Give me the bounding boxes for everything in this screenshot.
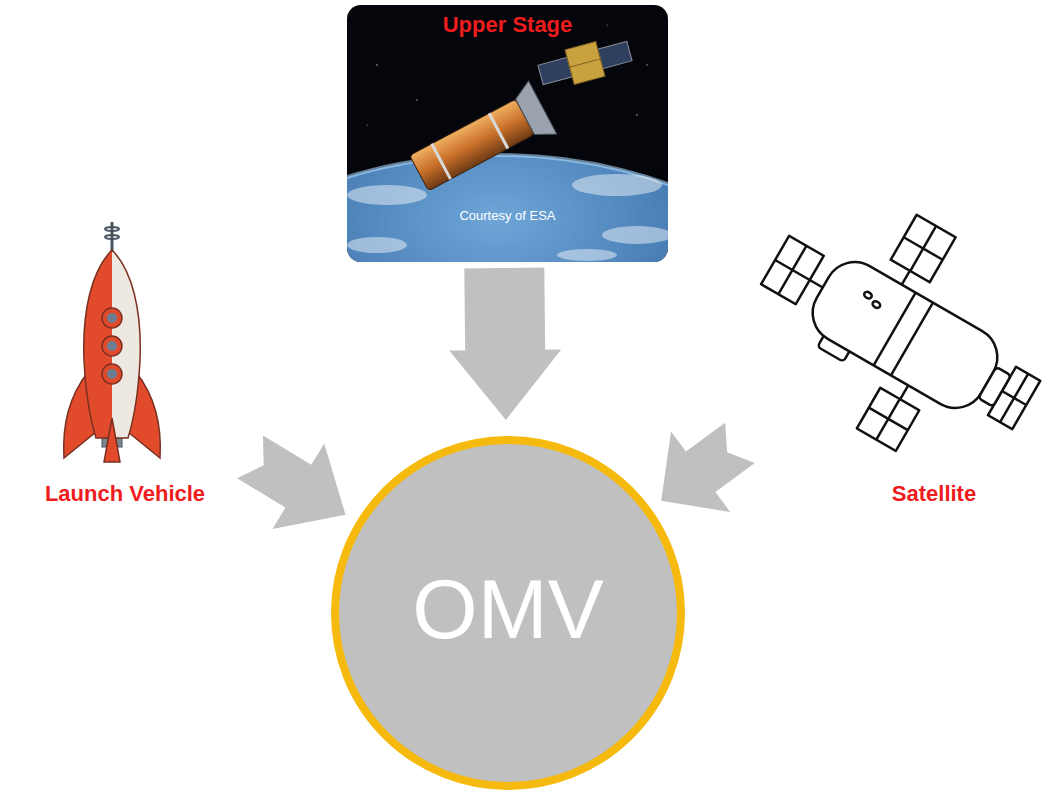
panel-strut xyxy=(902,271,910,285)
satellite-figure xyxy=(723,165,1051,496)
panel-strut xyxy=(900,385,908,399)
rocket-fin xyxy=(104,418,120,462)
figure-node: Satellite xyxy=(745,205,1045,510)
figure-node: Launch Vehicle xyxy=(30,215,220,510)
figure-label: Launch Vehicle xyxy=(45,481,205,507)
body-band xyxy=(891,303,933,376)
block-arrow xyxy=(449,268,561,420)
panel-grid xyxy=(869,408,908,431)
rocket-portholes xyxy=(102,308,122,384)
satellite-body xyxy=(802,251,1009,419)
block-arrow xyxy=(237,436,345,529)
body-port xyxy=(863,291,873,300)
upper-stage-figure xyxy=(405,81,557,200)
panel-grid xyxy=(775,260,810,280)
atmosphere xyxy=(347,155,668,262)
antenna-ring xyxy=(105,235,119,239)
solar-panel xyxy=(857,388,919,451)
circle-shape xyxy=(335,440,681,786)
end-cap xyxy=(978,367,1011,407)
body-port xyxy=(871,300,881,309)
figure-label: Satellite xyxy=(892,481,976,507)
omv-circle-node: OMV xyxy=(330,435,686,791)
solar-panel xyxy=(761,236,824,304)
block-arrow xyxy=(661,423,755,512)
satellite-photo-figure xyxy=(536,34,634,93)
image-credit: Courtesy of ESA xyxy=(459,208,555,224)
rocket-outline xyxy=(84,250,141,438)
panel-grid xyxy=(1002,391,1026,405)
panel-grid xyxy=(904,237,943,260)
circle-label: OMV xyxy=(412,559,603,660)
image-panel: Upper StageCourtesy of ESA xyxy=(347,5,668,262)
panel-strut xyxy=(810,280,823,288)
panel-title: Upper Stage xyxy=(443,12,573,38)
clouds xyxy=(347,174,668,261)
earth xyxy=(347,155,668,262)
rocket-figure xyxy=(64,222,161,462)
antenna-ring xyxy=(105,227,119,231)
solar-panel xyxy=(891,215,956,283)
